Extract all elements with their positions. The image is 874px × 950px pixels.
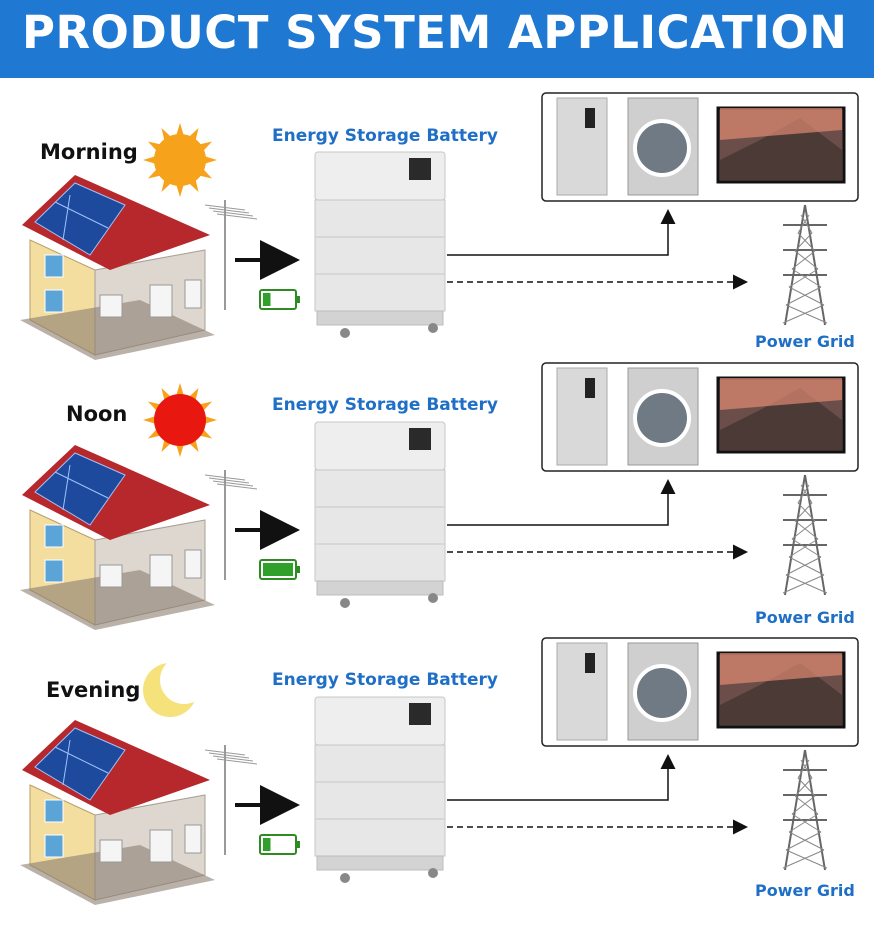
sun-icon [143, 383, 217, 457]
battery-caption: Energy Storage Battery [272, 670, 498, 690]
refrigerator-icon [556, 642, 608, 741]
power-tower-icon [782, 204, 828, 326]
panel-art [20, 637, 859, 905]
battery-charge-icon [259, 559, 300, 580]
power-grid-label: Power Grid [755, 881, 855, 900]
panel-art [20, 362, 859, 630]
house-illustration [20, 445, 258, 630]
power-grid-label: Power Grid [755, 608, 855, 627]
house-illustration [20, 175, 258, 360]
appliance-box [541, 637, 859, 747]
panel-art [20, 92, 859, 360]
battery-charge-icon [259, 289, 300, 310]
energy-storage-battery [314, 421, 446, 608]
refrigerator-icon [556, 367, 608, 466]
time-label: Morning [40, 140, 138, 164]
appliance-box [541, 92, 859, 202]
battery-charge-icon [259, 834, 300, 855]
refrigerator-icon [556, 97, 608, 196]
energy-storage-battery [314, 696, 446, 883]
supply-arrow [447, 754, 676, 801]
battery-caption: Energy Storage Battery [272, 126, 498, 146]
energy-storage-battery [314, 151, 446, 338]
header-banner: PRODUCT SYSTEM APPLICATION [0, 0, 874, 78]
house-illustration [20, 720, 258, 905]
supply-arrow [447, 209, 676, 256]
sun-icon [143, 123, 217, 197]
page-title: PRODUCT SYSTEM APPLICATION [22, 6, 848, 59]
power-tower-icon [782, 749, 828, 871]
power-tower-icon [782, 474, 828, 596]
time-label: Evening [46, 678, 141, 702]
time-label: Noon [66, 402, 128, 426]
battery-caption: Energy Storage Battery [272, 395, 498, 415]
supply-arrow [447, 479, 676, 526]
appliance-box [541, 362, 859, 472]
power-grid-label: Power Grid [755, 332, 855, 351]
